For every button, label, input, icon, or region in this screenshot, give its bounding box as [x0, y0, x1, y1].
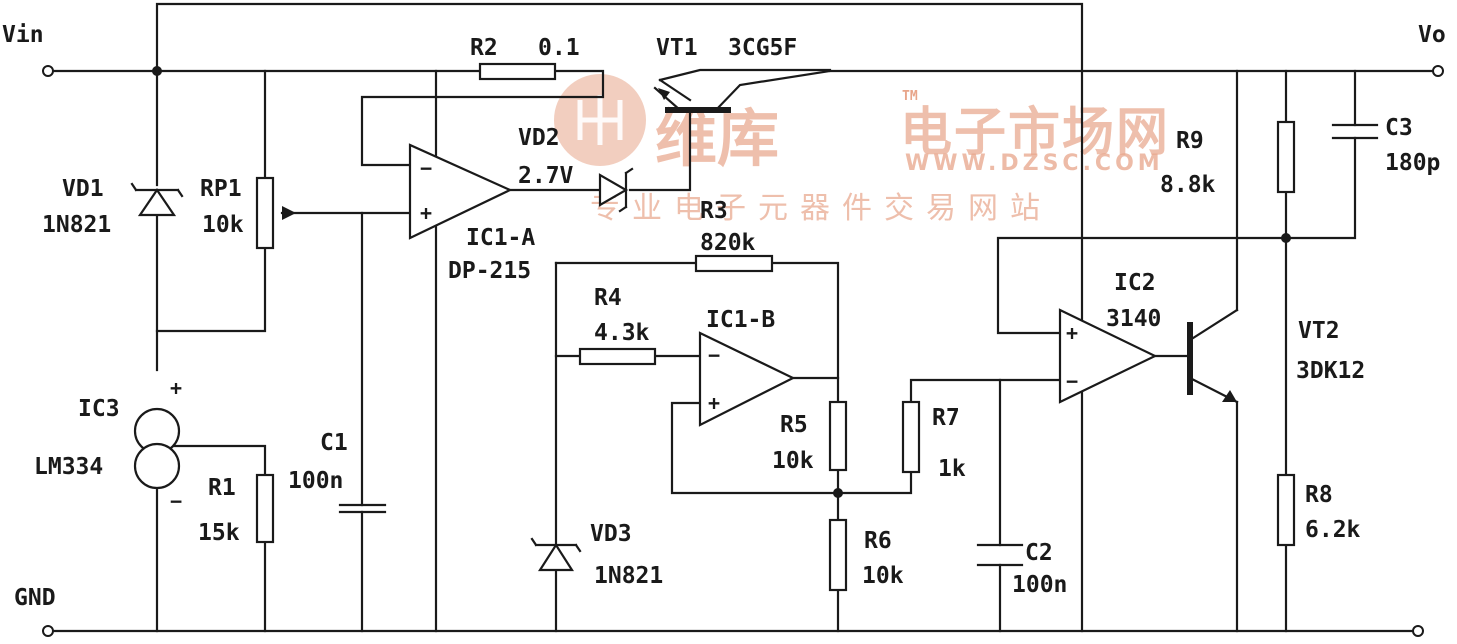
- vd2-zener-icon: [598, 167, 634, 213]
- ic1b-minus-sign: −: [708, 343, 720, 367]
- vin-terminal-icon: [42, 65, 54, 77]
- vd3-value: 1N821: [594, 563, 663, 589]
- ic3-value: LM334: [34, 454, 103, 480]
- watermark-slogan: 专业电子元器件交易网站: [590, 191, 1052, 226]
- vd2-value: 2.7V: [518, 163, 574, 189]
- ic3-current-source-icon: [133, 407, 181, 490]
- vt1-value: 3CG5F: [728, 35, 797, 61]
- c2-ref: C2: [1025, 540, 1053, 566]
- vo-terminal-icon: [1432, 65, 1444, 77]
- r4-value: 4.3k: [594, 320, 650, 346]
- r3-value: 820k: [700, 230, 756, 256]
- ic3-ref: IC3: [78, 396, 120, 422]
- r1-ref: R1: [208, 475, 236, 501]
- c2-value: 100n: [1012, 572, 1067, 598]
- wires: [46, 2, 1438, 633]
- r6-resistor-icon: [828, 518, 848, 592]
- r1-resistor-icon: [255, 473, 275, 544]
- r9-value: 8.8k: [1160, 172, 1216, 198]
- watermark: 维库 TM 电子市场网 WWW.DZSC.COM 专业电子元器件交易网站: [554, 74, 1170, 226]
- ic2-ref: IC2: [1114, 270, 1156, 296]
- vt1-transistor-icon: [653, 69, 832, 113]
- c3-value: 180p: [1385, 150, 1440, 176]
- vd3-ref: VD3: [590, 521, 632, 547]
- r4-resistor-icon: [578, 347, 657, 366]
- junction-dot: [152, 66, 162, 76]
- c1-ref: C1: [320, 430, 348, 456]
- ic3-minus-sign: −: [170, 489, 182, 513]
- r5-ref: R5: [780, 412, 808, 438]
- c1-value: 100n: [288, 468, 343, 494]
- ic2-minus-sign: −: [1066, 369, 1078, 393]
- r2-ref: R2: [470, 35, 498, 61]
- vd1-value: 1N821: [42, 212, 111, 238]
- vd1-ref: VD1: [62, 176, 104, 202]
- ic1a-opamp-icon: [408, 143, 513, 240]
- r4-ref: R4: [594, 285, 622, 311]
- gnd-terminal-left-icon: [42, 625, 54, 637]
- ic1b-ref: IC1-B: [706, 307, 775, 333]
- vo-label: Vo: [1418, 22, 1446, 48]
- c2-capacitor-icon: [976, 543, 1024, 567]
- r1-value: 15k: [198, 520, 240, 546]
- ic2-plus-sign: +: [1066, 321, 1078, 345]
- r5-value: 10k: [772, 448, 814, 474]
- vt1-ref: VT1: [656, 35, 698, 61]
- vd2-ref: VD2: [518, 125, 560, 151]
- vd3-zener-icon: [530, 537, 582, 572]
- r5-resistor-icon: [828, 400, 848, 472]
- ic1b-plus-sign: +: [708, 391, 720, 415]
- vd1-zener-icon: [130, 182, 184, 217]
- vt2-value: 3DK12: [1296, 358, 1365, 384]
- r8-ref: R8: [1305, 482, 1333, 508]
- r3-resistor-icon: [694, 254, 774, 273]
- ic1a-value: DP-215: [448, 258, 531, 284]
- r6-value: 10k: [862, 563, 904, 589]
- junction-dot: [833, 488, 843, 498]
- r8-resistor-icon: [1276, 473, 1296, 547]
- ic1b-opamp-icon: [698, 331, 796, 427]
- r2-value: 0.1: [538, 35, 580, 61]
- r7-value: 1k: [938, 456, 966, 482]
- rp1-potentiometer-icon: [255, 176, 296, 250]
- ic1a-ref: IC1-A: [466, 225, 535, 251]
- gnd-terminal-right-icon: [1412, 625, 1424, 637]
- r3-ref: R3: [700, 198, 728, 224]
- ic1a-plus-sign: +: [420, 201, 432, 225]
- r8-value: 6.2k: [1305, 517, 1361, 543]
- watermark-site-name: 电子市场网: [900, 103, 1170, 163]
- c1-capacitor-icon: [338, 503, 387, 514]
- r7-resistor-icon: [901, 400, 921, 474]
- r7-ref: R7: [932, 405, 960, 431]
- r2-resistor-icon: [478, 62, 557, 81]
- rp1-value: 10k: [202, 212, 244, 238]
- vin-label: Vin: [2, 22, 44, 48]
- vt2-transistor-icon: [1187, 308, 1239, 404]
- rp1-ref: RP1: [200, 176, 242, 202]
- r9-resistor-icon: [1276, 120, 1296, 194]
- terminals: [42, 65, 1444, 637]
- ic2-value: 3140: [1106, 306, 1161, 332]
- c3-ref: C3: [1385, 115, 1413, 141]
- watermark-tm: TM: [902, 89, 918, 104]
- labels: Vin Vo GND R2 0.1 VT1 3CG5F VD2 2.7V VD1…: [2, 22, 1446, 611]
- gnd-label: GND: [14, 585, 56, 611]
- c3-capacitor-icon: [1331, 123, 1379, 140]
- ic2-opamp-icon: [1058, 308, 1158, 404]
- junctions: [152, 66, 1291, 498]
- ic3-plus-sign: +: [170, 376, 182, 400]
- ic1a-minus-sign: −: [420, 156, 432, 180]
- r6-ref: R6: [864, 528, 892, 554]
- watermark-logo-circuit-icon: [577, 95, 623, 145]
- r9-ref: R9: [1176, 128, 1204, 154]
- junction-dot: [1281, 233, 1291, 243]
- watermark-url: WWW.DZSC.COM: [905, 151, 1164, 176]
- vt2-ref: VT2: [1298, 318, 1340, 344]
- watermark-brand: 维库: [655, 102, 779, 175]
